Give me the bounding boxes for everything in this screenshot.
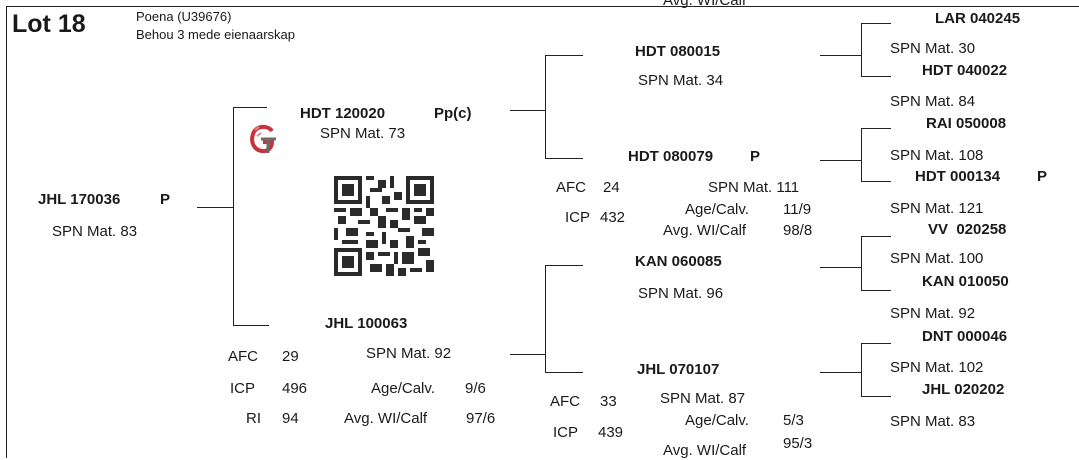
animal-name-line: Poena (U39676) [136, 9, 232, 24]
qr-code-icon [334, 176, 434, 276]
gg-4-spn: SPN Mat. 121 [890, 200, 984, 217]
link-gg-4-out [820, 372, 861, 373]
dam-dam-wi-value: 95/3 [783, 435, 813, 452]
ownership-line: Behou 3 mede eienaarskap [136, 27, 296, 42]
link-gg-4-vertical [861, 343, 862, 396]
sire-sire-spn: SPN Mat. 34 [638, 72, 724, 89]
cut-top-text: Avg. WI/Calf [663, 0, 747, 9]
sire-dam-spn: SPN Mat. 111 [708, 179, 800, 196]
sire-dam-afc-value: 24 [603, 179, 620, 196]
dam-sire-spn: SPN Mat. 96 [638, 285, 724, 302]
dam-spn: SPN Mat. 92 [366, 345, 452, 362]
dam-sire-id: KAN 060085 [635, 253, 722, 270]
dam-dam-icp-value: 439 [598, 424, 624, 441]
sire-dam-icp-value: 432 [600, 209, 626, 226]
dam-icp-value: 496 [282, 380, 308, 397]
link-sire-vertical [545, 55, 546, 158]
dam-afc-value: 29 [282, 348, 299, 365]
subject-spn: SPN Mat. 83 [52, 223, 138, 240]
gg-7-spn: SPN Mat. 102 [890, 359, 984, 376]
gg-3-id: RAI 050008 [926, 115, 1007, 132]
subject-id: JHL 170036 [38, 191, 121, 208]
link-dam-dam [545, 372, 583, 373]
dam-ri-label: RI [246, 410, 261, 427]
sire-dam-age-value: 11/9 [783, 201, 812, 218]
link-dam-out [510, 354, 545, 355]
gg-5-spn: SPN Mat. 100 [890, 250, 984, 267]
sire-dam-id: HDT 080079 [628, 148, 714, 165]
lot-label: Lot 18 [12, 10, 86, 38]
link-gg-3-vertical [861, 236, 862, 290]
link-dam-sire [545, 265, 583, 266]
gg-8-spn: SPN Mat. 83 [890, 413, 976, 430]
sire-dam-afc-label: AFC [556, 179, 586, 196]
dam-age-value: 9/6 [465, 380, 486, 397]
link-gg-3a [861, 236, 891, 237]
gg-3-spn: SPN Mat. 108 [890, 147, 984, 164]
dam-icp-label: ICP [230, 380, 256, 397]
frame-left-border [6, 6, 7, 458]
gg-6-id: KAN 010050 [922, 273, 1009, 290]
dam-dam-id: JHL 070107 [637, 361, 720, 378]
gg-2-id: HDT 040022 [922, 62, 1008, 79]
link-sire [233, 107, 267, 108]
dam-dam-afc-label: AFC [550, 393, 580, 410]
link-dam-vertical [545, 265, 546, 372]
sire-flag: Pp(c) [434, 105, 472, 122]
gg-1-spn: SPN Mat. 30 [890, 40, 976, 57]
sire-dam-flag: P [750, 148, 761, 165]
link-gg-2-out [820, 160, 861, 161]
dam-dam-spn: SPN Mat. 87 [660, 390, 746, 407]
link-sire-out [510, 110, 545, 111]
dam-dam-wi-label: Avg. WI/Calf [663, 442, 747, 459]
dam-dam-afc-value: 33 [600, 393, 617, 410]
sire-sire-id: HDT 080015 [635, 43, 721, 60]
sire-dam-wi-value: 98/8 [783, 222, 813, 239]
dam-wi-value: 97/6 [466, 410, 496, 427]
dam-afc-label: AFC [228, 348, 258, 365]
link-gg-1a [861, 23, 891, 24]
link-gg-3-out [820, 267, 861, 268]
link-gg-4a [861, 343, 891, 344]
dam-wi-label: Avg. WI/Calf [344, 410, 428, 427]
sire-id: HDT 120020 [300, 105, 386, 122]
link-gg-4b [861, 396, 891, 397]
gg-5-id: VV 020258 [928, 221, 1007, 238]
link-gg-1b [861, 76, 891, 77]
sire-dam-icp-label: ICP [565, 209, 591, 226]
dam-dam-age-value: 5/3 [783, 412, 804, 429]
breed-society-logo-icon [250, 124, 276, 154]
gg-6-spn: SPN Mat. 92 [890, 305, 976, 322]
link-gg-2a [861, 128, 891, 129]
gg-7-id: DNT 000046 [922, 328, 1008, 345]
sire-spn: SPN Mat. 73 [320, 125, 406, 142]
link-gg-2-vertical [861, 128, 862, 181]
dam-ri-value: 94 [282, 410, 299, 427]
link-gg-1-vertical [861, 23, 862, 76]
link-gg-1-out [820, 55, 861, 56]
gg-1-id: LAR 040245 [935, 10, 1021, 27]
dam-age-label: Age/Calv. [371, 380, 435, 397]
subject-flag: P [160, 191, 171, 208]
dam-id: JHL 100063 [325, 315, 408, 332]
gg-8-id: JHL 020202 [922, 381, 1005, 398]
link-gg-2b [861, 181, 891, 182]
link-subject [197, 207, 233, 208]
gg-2-spn: SPN Mat. 84 [890, 93, 976, 110]
dam-dam-icp-label: ICP [553, 424, 579, 441]
frame-top-border [6, 6, 1079, 7]
link-sire-dam [545, 158, 583, 159]
link-parents-vertical [233, 107, 234, 325]
link-gg-3b [861, 290, 891, 291]
link-dam [233, 325, 269, 326]
dam-dam-age-label: Age/Calv. [685, 412, 749, 429]
gg-4-id: HDT 000134 [915, 168, 1001, 185]
link-sire-sire [545, 55, 583, 56]
sire-dam-wi-label: Avg. WI/Calf [663, 222, 747, 239]
gg-4-flag: P [1037, 168, 1048, 185]
sire-dam-age-label: Age/Calv. [685, 201, 749, 218]
